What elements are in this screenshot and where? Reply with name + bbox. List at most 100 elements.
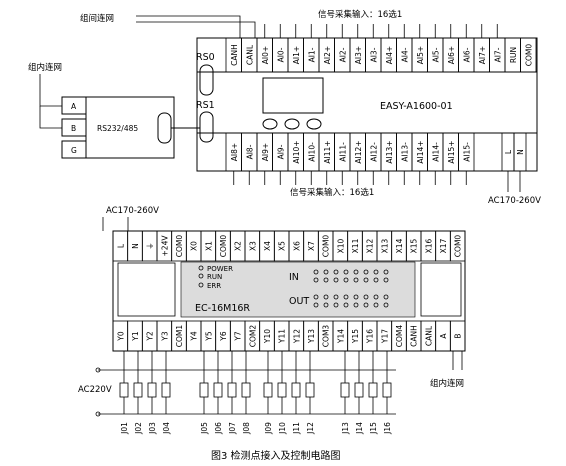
relay-coil [305,382,315,398]
button-left [262,118,278,130]
bottom-power-label: AC170-260V [106,206,159,216]
terminal-label: AI11+ [323,140,332,163]
led-power: POWER [198,265,233,273]
relay-coil [354,382,364,398]
terminal-label: COM1 [175,325,184,348]
output-led-array [313,294,389,308]
terminal-label: N [131,243,140,249]
terminal-label: Y17 [380,329,389,344]
relay-label: J12 [306,422,315,435]
terminal-label: X2 [234,241,243,251]
terminal-label: COM4 [395,325,404,348]
terminal-label: AI0- [276,47,285,62]
converter-connector [157,112,172,144]
relay-coil [213,382,223,398]
terminal-label: CANH [410,325,419,347]
group-inner-wire [39,74,62,107]
relay-label: J16 [383,422,392,435]
top-power-label: AC170-260V [488,196,541,206]
terminal-label: Y12 [292,329,301,344]
terminal-label: ⏚ [146,242,155,250]
left-panel [117,262,176,317]
terminal-label: AI6+ [447,46,456,64]
terminal-label: A [439,333,448,339]
top-signal-ticks [264,24,498,38]
signal-input-top-label: 信号采集输入：16选1 [318,9,402,20]
relay-coil [241,382,251,398]
terminal-label: CANL [424,325,433,346]
terminal-label: X13 [380,238,389,253]
terminal-label: AI12- [369,142,378,162]
terminal-label: COM2 [248,325,257,348]
terminal-label: AI14+ [416,140,425,163]
terminal-label: X14 [395,238,404,253]
relay-coil [382,382,392,398]
terminal-label: AI12+ [354,140,363,163]
terminal-label: COM0 [219,235,228,258]
converter-pin-b: B [71,124,76,133]
relay-label: J13 [341,422,350,435]
relay-label: J05 [200,422,209,435]
terminal-label: AI8+ [230,143,239,161]
terminal-label: AI3- [369,47,378,62]
terminal-label: X10 [336,238,345,253]
input-led-array [313,269,389,283]
terminal-label: L [116,243,125,248]
terminal-label: Y1 [131,331,140,342]
out-label: OUT [289,296,309,307]
terminal-label: X12 [366,238,375,253]
port-rs1 [199,111,214,143]
terminal-label: COM0 [322,235,331,258]
terminal-label: AI10- [307,142,316,162]
figure-caption: 图3 检测点接入及控制电路图 [211,449,341,462]
terminal-label: Y11 [278,329,287,344]
relay-coil [291,382,301,398]
canh-wire [136,15,241,38]
led-run: RUN [198,273,222,281]
terminal-label: AI2+ [323,46,332,64]
right-panel [420,262,462,317]
terminal-label: X4 [263,241,272,251]
relay-label: J02 [134,422,143,435]
terminal-label: AI8- [245,144,254,159]
terminal-label: X15 [410,238,419,253]
relay-coil [277,382,287,398]
terminal-box [449,320,466,352]
relay-coil [161,382,171,398]
relay-coil [147,382,157,398]
terminal-label: AI9+ [261,143,270,161]
status-panel [180,261,416,318]
terminal-label: AI13- [400,142,409,162]
terminal-label: AI0+ [261,46,270,64]
terminal-label: Y4 [190,331,199,342]
terminal-label: AI7+ [478,46,487,64]
relay-label: J09 [264,422,273,435]
terminal-box [520,37,537,73]
terminal-label: AI1- [307,47,316,62]
terminal-label: X7 [307,241,316,251]
top-module-model: EASY-A1600-01 [380,101,453,112]
terminal-label: Y0 [116,331,125,342]
terminal-label: AI14- [431,142,440,162]
terminal-label: CANH [230,44,239,66]
terminal-label: AI2- [338,47,347,62]
terminal-label: COM3 [322,325,331,348]
terminal-label: CANL [245,44,254,65]
terminal-label: Y5 [204,331,213,342]
terminal-label: Y15 [351,329,360,344]
terminal-label: Y16 [366,329,375,344]
relay-label: J06 [214,422,223,435]
button-right [306,118,322,130]
terminal-label: X0 [190,241,199,251]
terminal-label: COM0 [454,235,463,258]
terminal-label: Y7 [234,331,243,342]
terminal-label: Y10 [263,329,272,344]
converter-name: RS232/485 [97,124,138,133]
terminal-label: N [516,149,525,155]
terminal-label: AI10+ [292,140,301,163]
relay-label: J03 [148,422,157,435]
